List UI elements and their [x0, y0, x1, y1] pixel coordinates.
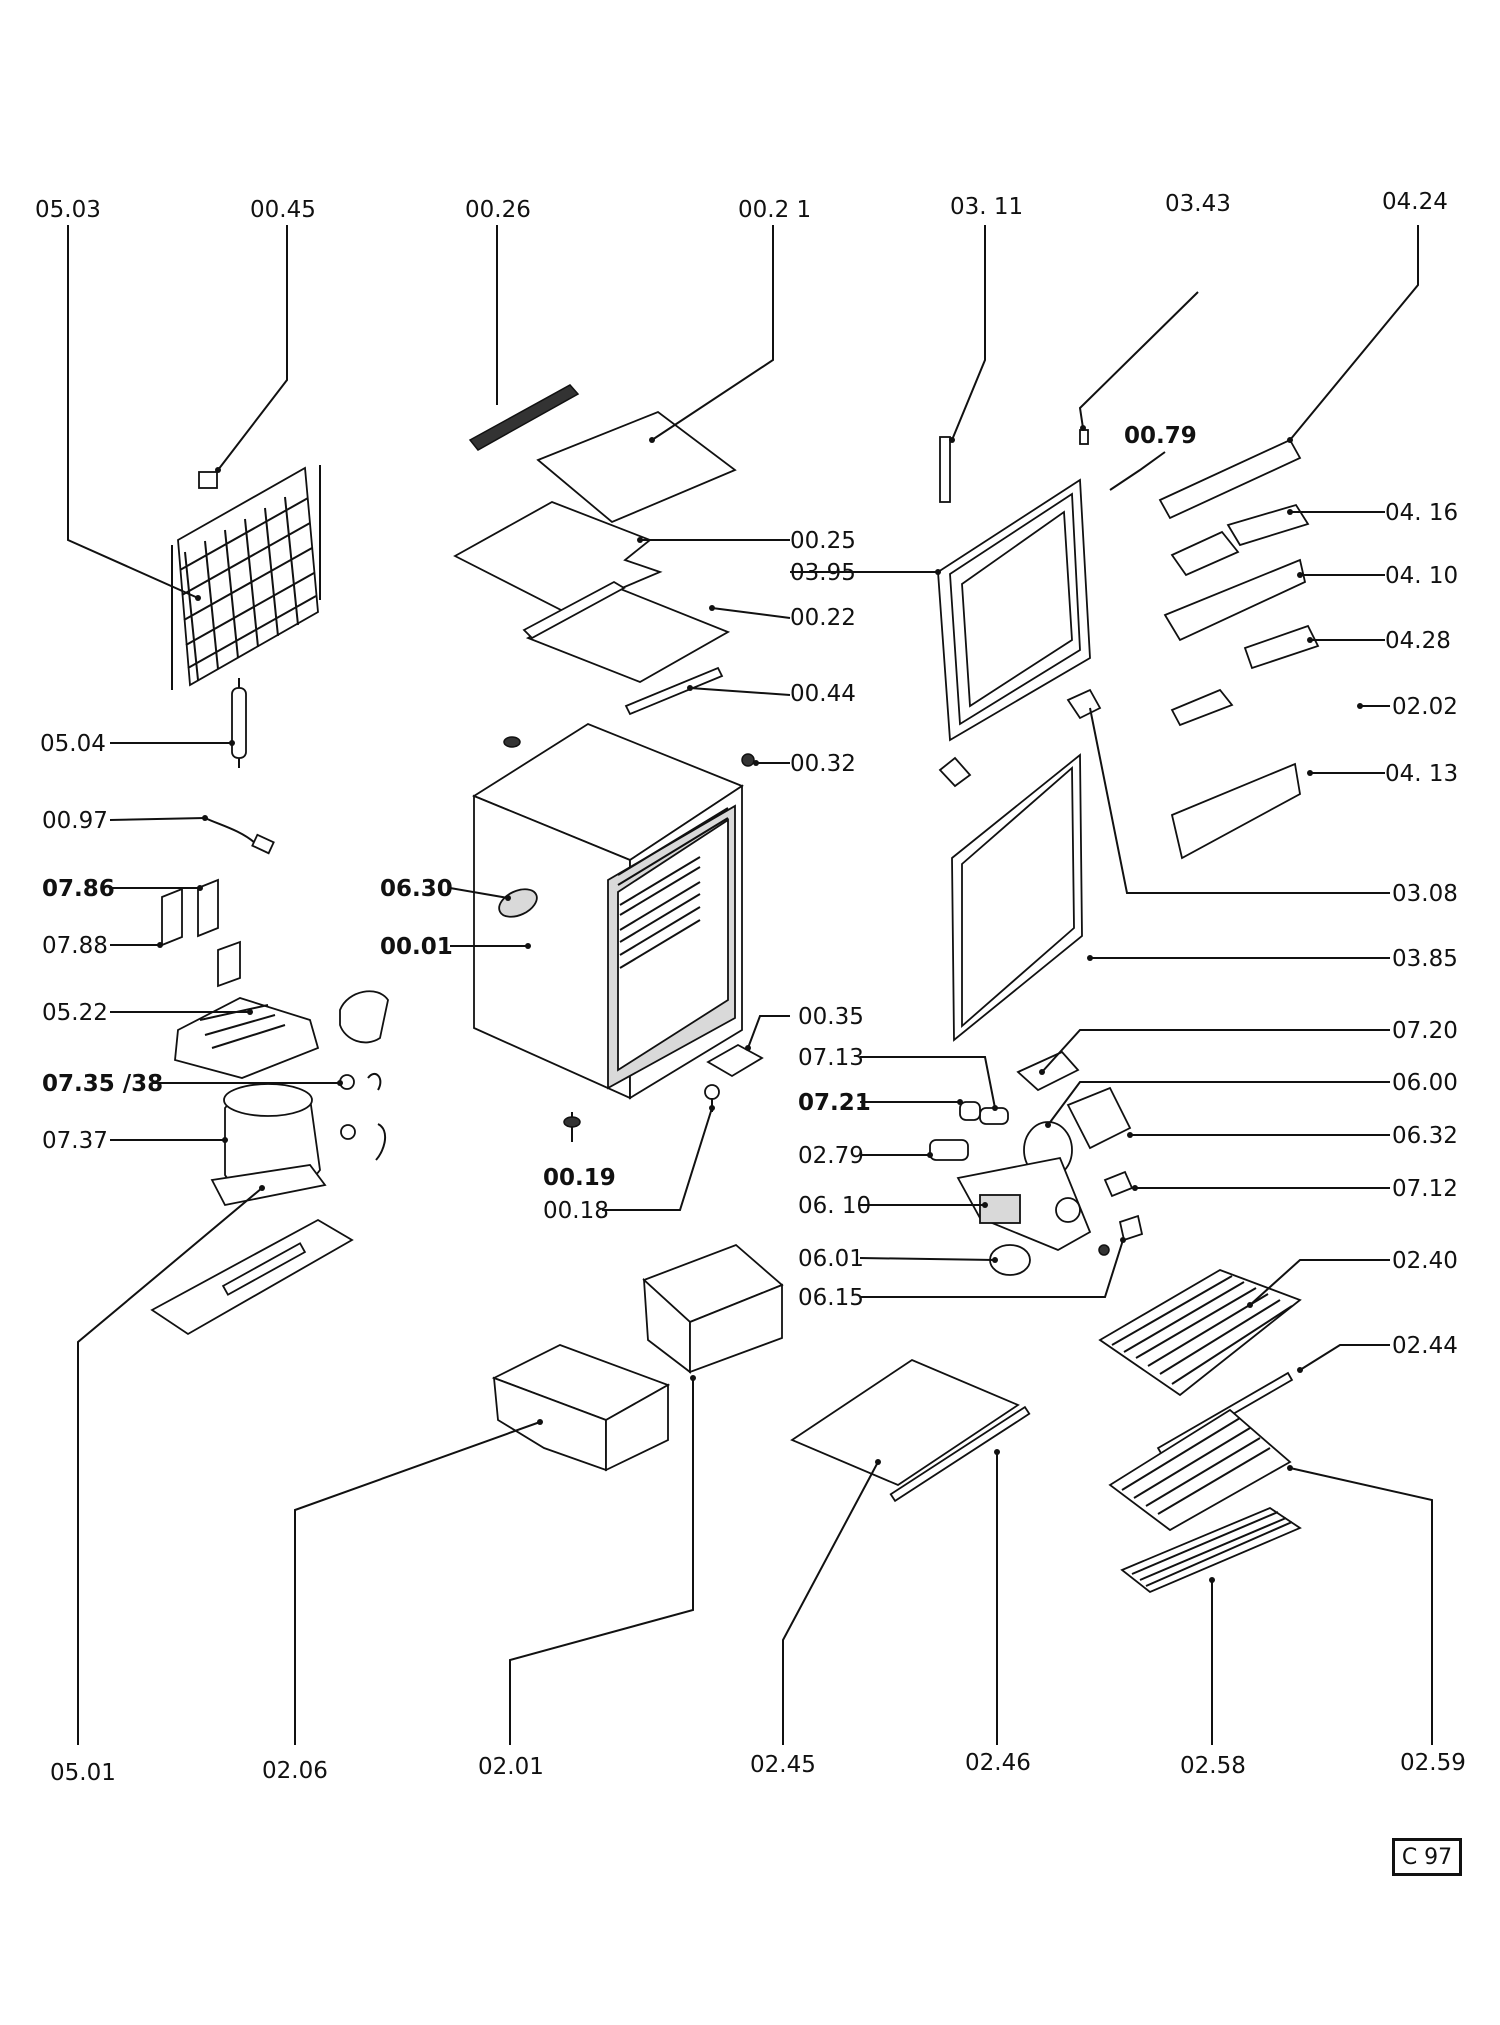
part-relay-plates: [161, 878, 241, 988]
label-05-01: 05.01: [50, 1760, 116, 1786]
label-02-02: 02.02: [1392, 694, 1458, 720]
label-04-10: 04. 10: [1385, 563, 1458, 589]
diagram-tag: C 97: [1392, 1838, 1462, 1876]
part-cabinet-body: [472, 722, 755, 1100]
label-02-45: 02.45: [750, 1752, 816, 1778]
label-02-58: 02.58: [1180, 1753, 1246, 1779]
label-02-44: 02.44: [1392, 1333, 1458, 1359]
label-00-19: 00.19: [543, 1165, 616, 1191]
label-07-12: 07.12: [1392, 1176, 1458, 1202]
label-00-22: 00.22: [790, 605, 856, 631]
label-02-59: 02.59: [1400, 1750, 1466, 1776]
part-condenser-coil: [171, 465, 321, 690]
label-02-06: 02.06: [262, 1758, 328, 1784]
label-07-21: 07.21: [798, 1090, 871, 1116]
label-02-01: 02.01: [478, 1754, 544, 1780]
leader-lines: [67, 225, 1433, 1745]
label-06-01: 06.01: [798, 1246, 864, 1272]
label-00-97: 00.97: [42, 808, 108, 834]
label-07-13: 07.13: [798, 1045, 864, 1071]
label-03-85: 03.85: [1392, 946, 1458, 972]
label-00-21: 00.2 1: [738, 197, 811, 223]
label-02-79: 02.79: [798, 1143, 864, 1169]
label-07-37: 07.37: [42, 1128, 108, 1154]
part-thermostat-assembly: [929, 1050, 1144, 1276]
label-00-35: 00.35: [798, 1004, 864, 1030]
part-power-cable: [204, 817, 275, 855]
label-03-95: 03.95: [790, 560, 856, 586]
label-07-20: 07.20: [1392, 1018, 1458, 1044]
label-03-08: 03.08: [1392, 881, 1458, 907]
label-00-79: 00.79: [1124, 423, 1197, 449]
part-labels: 05.03 00.45 00.26 00.2 1 03. 11 03.43 04…: [35, 189, 1466, 1786]
label-07-86: 07.86: [42, 876, 115, 902]
part-base-plate: [150, 1218, 354, 1336]
label-06-32: 06.32: [1392, 1123, 1458, 1149]
part-feet-hinge: [563, 1043, 764, 1142]
part-compressor: [210, 1072, 387, 1207]
part-wire-shelves: [1098, 1269, 1302, 1594]
label-07-88: 07.88: [42, 933, 108, 959]
label-00-44: 00.44: [790, 681, 856, 707]
label-00-25: 00.25: [790, 528, 856, 554]
label-06-30: 06.30: [380, 876, 453, 902]
label-07-35-38: 07.35 /38: [42, 1071, 163, 1097]
label-05-22: 05.22: [42, 1000, 108, 1026]
part-compressor-cover: [174, 990, 389, 1079]
label-06-10: 06. 10: [798, 1193, 871, 1219]
part-door-gasket: [938, 688, 1102, 1042]
label-03-11: 03. 11: [950, 194, 1023, 220]
label-04-13: 04. 13: [1385, 761, 1458, 787]
label-00-26: 00.26: [465, 197, 531, 223]
part-dryer-filter: [231, 678, 247, 768]
label-04-28: 04.28: [1385, 628, 1451, 654]
label-04-16: 04. 16: [1385, 500, 1458, 526]
label-03-43: 03.43: [1165, 191, 1231, 217]
leader-dots: [157, 425, 1363, 1583]
part-door: [937, 429, 1091, 742]
part-top-parts: [453, 384, 737, 716]
label-02-40: 02.40: [1392, 1248, 1458, 1274]
label-05-04: 05.04: [40, 731, 106, 757]
part-glass-shelf: [790, 1358, 1031, 1503]
label-00-18: 00.18: [543, 1198, 609, 1224]
label-06-15: 06.15: [798, 1285, 864, 1311]
label-02-46: 02.46: [965, 1750, 1031, 1776]
label-00-01: 00.01: [380, 934, 453, 960]
label-05-03: 05.03: [35, 197, 101, 223]
label-04-24: 04.24: [1382, 189, 1448, 215]
label-06-00: 06.00: [1392, 1070, 1458, 1096]
part-drawers: [491, 1243, 784, 1472]
label-00-32: 00.32: [790, 751, 856, 777]
label-00-45: 00.45: [250, 197, 316, 223]
part-door-shelves: [1158, 438, 1320, 860]
